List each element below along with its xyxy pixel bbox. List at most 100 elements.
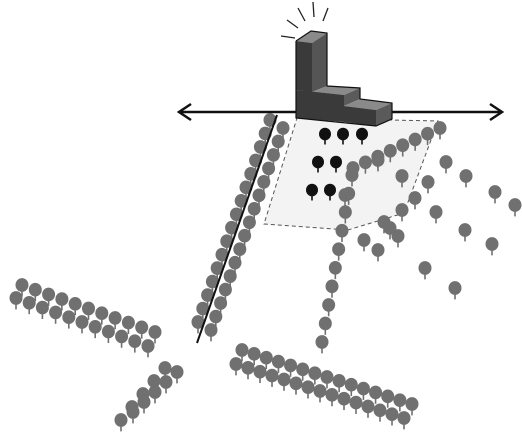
ray bbox=[280, 35, 296, 39]
arrow-right-icon bbox=[489, 102, 505, 122]
tree-crown bbox=[247, 201, 261, 216]
tree-icon bbox=[369, 385, 383, 404]
tree-icon bbox=[108, 311, 122, 330]
tree-crown bbox=[82, 301, 95, 316]
tree-crown bbox=[210, 261, 224, 275]
tree-crown bbox=[383, 144, 397, 158]
tree-icon bbox=[322, 298, 336, 317]
tree-crown bbox=[9, 291, 23, 305]
tree-crown bbox=[239, 180, 253, 195]
tree-crown bbox=[220, 234, 234, 249]
tree-icon bbox=[9, 291, 23, 310]
tree-crown bbox=[408, 191, 422, 205]
tree-icon bbox=[338, 205, 352, 224]
tree-crown bbox=[276, 121, 290, 135]
tree-icon bbox=[328, 260, 342, 280]
tree-crown bbox=[42, 287, 56, 302]
tree-icon bbox=[15, 278, 29, 297]
tree-icon bbox=[332, 242, 346, 261]
tree-icon bbox=[393, 393, 407, 412]
tree-icon bbox=[306, 183, 318, 201]
tree-icon bbox=[318, 316, 332, 335]
building-icon bbox=[295, 30, 393, 127]
tree-icon bbox=[358, 155, 372, 174]
tree-icon bbox=[229, 357, 243, 376]
tree-crown bbox=[356, 381, 370, 396]
tree-crown bbox=[373, 403, 387, 418]
tree-crown bbox=[325, 388, 339, 402]
tree-icon bbox=[35, 300, 49, 319]
light-rays-icon bbox=[280, 1, 329, 39]
tree-crown bbox=[325, 279, 339, 294]
tree-icon bbox=[332, 374, 346, 393]
tree-icon bbox=[408, 132, 422, 151]
tree-crown bbox=[338, 205, 352, 219]
tree-crown bbox=[338, 188, 352, 202]
building-outline bbox=[295, 30, 393, 127]
tree-crown bbox=[405, 397, 419, 411]
tree-icon bbox=[28, 282, 42, 302]
tree-icon bbox=[148, 385, 162, 404]
tree-icon bbox=[396, 138, 410, 157]
tree-icon bbox=[49, 305, 63, 324]
tree-icon bbox=[204, 323, 218, 342]
tree-crown bbox=[346, 161, 360, 175]
tree-crown bbox=[218, 282, 232, 297]
tree-crown bbox=[357, 233, 371, 247]
tree-crown bbox=[15, 278, 29, 292]
tree-icon bbox=[88, 319, 102, 339]
tree-crown bbox=[371, 243, 385, 257]
tree-icon bbox=[101, 324, 115, 343]
tree-crown bbox=[55, 292, 69, 306]
tree-icon bbox=[421, 175, 435, 194]
tree-icon bbox=[55, 292, 69, 311]
tree-crown bbox=[361, 399, 375, 414]
tree-crown bbox=[234, 193, 248, 208]
tree-crown bbox=[395, 169, 409, 183]
tree-icon bbox=[385, 407, 399, 426]
ray bbox=[286, 19, 299, 29]
tree-icon bbox=[458, 223, 472, 242]
tree-crown bbox=[330, 155, 342, 169]
tree-crown bbox=[371, 153, 385, 167]
ray bbox=[322, 7, 329, 22]
street-line bbox=[196, 114, 278, 344]
tree-crown bbox=[68, 296, 82, 311]
tree-crown bbox=[158, 361, 172, 375]
tree-crown bbox=[429, 205, 443, 219]
tree-crown bbox=[242, 215, 256, 230]
tree-icon bbox=[357, 233, 371, 252]
tree-crown bbox=[381, 389, 395, 404]
tree-icon bbox=[397, 411, 411, 430]
tree-crown bbox=[277, 372, 291, 387]
ray bbox=[297, 7, 306, 22]
tree-crown bbox=[271, 134, 285, 149]
tree-crown bbox=[223, 269, 237, 283]
tree-crown bbox=[28, 282, 42, 297]
tree-crown bbox=[235, 343, 249, 357]
tree-crown bbox=[328, 260, 342, 275]
tree-crown bbox=[393, 393, 407, 407]
tree-icon bbox=[320, 370, 334, 389]
tree-crown bbox=[233, 242, 247, 257]
tower-side bbox=[312, 33, 327, 92]
block-side bbox=[344, 88, 360, 106]
tree-crown bbox=[335, 223, 349, 238]
tree-crown bbox=[229, 207, 243, 222]
tower-front bbox=[296, 41, 312, 92]
tree-crown bbox=[315, 335, 329, 349]
tree-icon bbox=[371, 153, 385, 172]
tree-icon bbox=[405, 397, 419, 416]
tree-crown bbox=[332, 374, 346, 388]
tree-crown bbox=[241, 361, 255, 375]
tree-crown bbox=[312, 155, 324, 169]
tree-icon bbox=[42, 287, 56, 306]
tree-icon bbox=[301, 380, 315, 399]
tree-crown bbox=[301, 380, 315, 394]
tree-crown bbox=[262, 161, 276, 176]
tree-icon bbox=[141, 339, 155, 358]
tree-icon bbox=[418, 261, 432, 280]
tree-icon bbox=[22, 295, 36, 315]
tree-crown bbox=[201, 288, 215, 302]
tree-crown bbox=[35, 300, 49, 315]
